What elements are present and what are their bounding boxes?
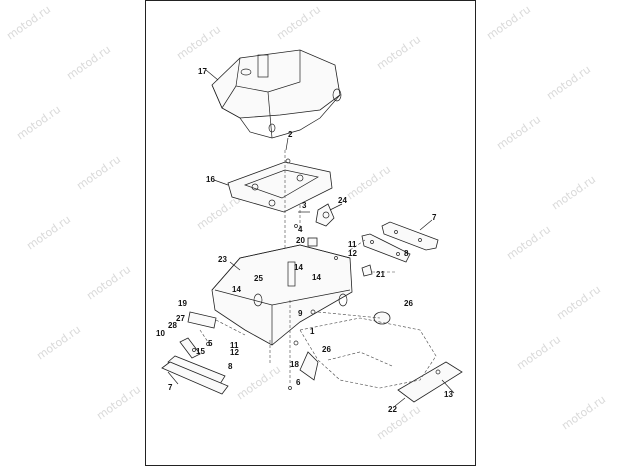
callout-25: 25 — [254, 274, 263, 283]
callout-21: 21 — [376, 270, 385, 279]
callout-12-upper: 12 — [348, 249, 357, 258]
callout-28: 28 — [168, 321, 177, 330]
part-24-hinge — [315, 203, 335, 227]
callout-labels: 17 2 16 3 24 4 7 20 11 12 23 8 14 14 25 … — [156, 67, 453, 414]
callout-6: 6 — [296, 378, 301, 387]
watermark-text: motod.ru — [94, 383, 143, 423]
callout-2: 2 — [288, 130, 293, 139]
watermark-text: motod.ru — [4, 3, 53, 43]
callout-8-upper: 8 — [404, 249, 409, 258]
callout-16: 16 — [206, 175, 215, 184]
watermark-text: motod.ru — [559, 393, 608, 433]
watermark-text: motod.ru — [484, 3, 533, 43]
part-23-main-case — [211, 244, 353, 346]
ghost-outline — [327, 351, 393, 367]
part-22-panel — [397, 361, 463, 403]
part-7-hinge-bar-lower — [161, 361, 229, 395]
part-7-hinge-bar-upper — [381, 221, 439, 251]
callout-9: 9 — [298, 309, 303, 318]
watermark-text: motod.ru — [194, 193, 243, 233]
callout-14-b: 14 — [312, 273, 321, 282]
callout-19: 19 — [178, 299, 187, 308]
watermark-text: motod.ru — [549, 173, 598, 213]
part-19-bracket — [187, 311, 217, 329]
watermark-text: motod.ru — [24, 213, 73, 253]
callout-17: 17 — [198, 67, 207, 76]
watermark-text: motod.ru — [494, 113, 543, 153]
watermark-text: motod.ru — [274, 3, 323, 43]
callout-27: 27 — [176, 314, 185, 323]
leader-lines — [167, 69, 455, 407]
callout-23: 23 — [218, 255, 227, 264]
part-17-liner — [211, 49, 342, 139]
part-8-hinge-bar-upper — [361, 233, 411, 263]
callout-24: 24 — [338, 196, 347, 205]
callout-7-lower: 7 — [168, 383, 173, 392]
watermark-text: motod.ru — [174, 23, 223, 63]
callout-14-a: 14 — [294, 263, 303, 272]
callout-10: 10 — [156, 329, 165, 338]
callout-11-upper: 11 — [348, 240, 357, 249]
callout-3: 3 — [302, 201, 307, 210]
callout-12-lower: 12 — [230, 348, 239, 357]
callout-20: 20 — [296, 236, 305, 245]
callout-22: 22 — [388, 405, 397, 414]
callout-5: 5 — [208, 339, 213, 348]
watermark-text: motod.ru — [234, 363, 283, 403]
callout-1: 1 — [310, 327, 315, 336]
part-16-base-plate — [227, 158, 333, 213]
callout-7-upper: 7 — [432, 213, 437, 222]
watermark-text: motod.ru — [374, 33, 423, 73]
watermark-text: motod.ru — [374, 403, 423, 443]
watermark-text: motod.ru — [14, 103, 63, 143]
part-15-latch — [179, 337, 201, 359]
part-26-grommet-lower — [299, 351, 319, 381]
fasteners — [192, 211, 338, 390]
part-26-grommet-upper — [373, 311, 391, 325]
watermark-text: motod.ru — [344, 163, 393, 203]
watermark-text: motod.ru — [34, 323, 83, 363]
watermark-text: motod.ru — [64, 43, 113, 83]
callout-8-lower: 8 — [228, 362, 233, 371]
callout-26-upper: 26 — [404, 299, 413, 308]
part-21-clip — [361, 264, 373, 277]
watermark-text: motod.ru — [504, 223, 553, 263]
watermark-text: motod.ru — [84, 263, 133, 303]
watermark-text: motod.ru — [554, 283, 603, 323]
callout-11-lower: 11 — [230, 341, 239, 350]
watermark-text: motod.ru — [74, 153, 123, 193]
callout-13: 13 — [444, 390, 453, 399]
callout-14-c: 14 — [232, 285, 241, 294]
ghost-outline — [299, 317, 437, 389]
callout-15: 15 — [196, 347, 205, 356]
part-20-bracket — [307, 237, 318, 247]
callout-4: 4 — [298, 225, 303, 234]
watermark-text: motod.ru — [514, 333, 563, 373]
callout-26-lower: 26 — [322, 345, 331, 354]
callout-18: 18 — [290, 360, 299, 369]
watermark-text: motod.ru — [544, 63, 593, 103]
